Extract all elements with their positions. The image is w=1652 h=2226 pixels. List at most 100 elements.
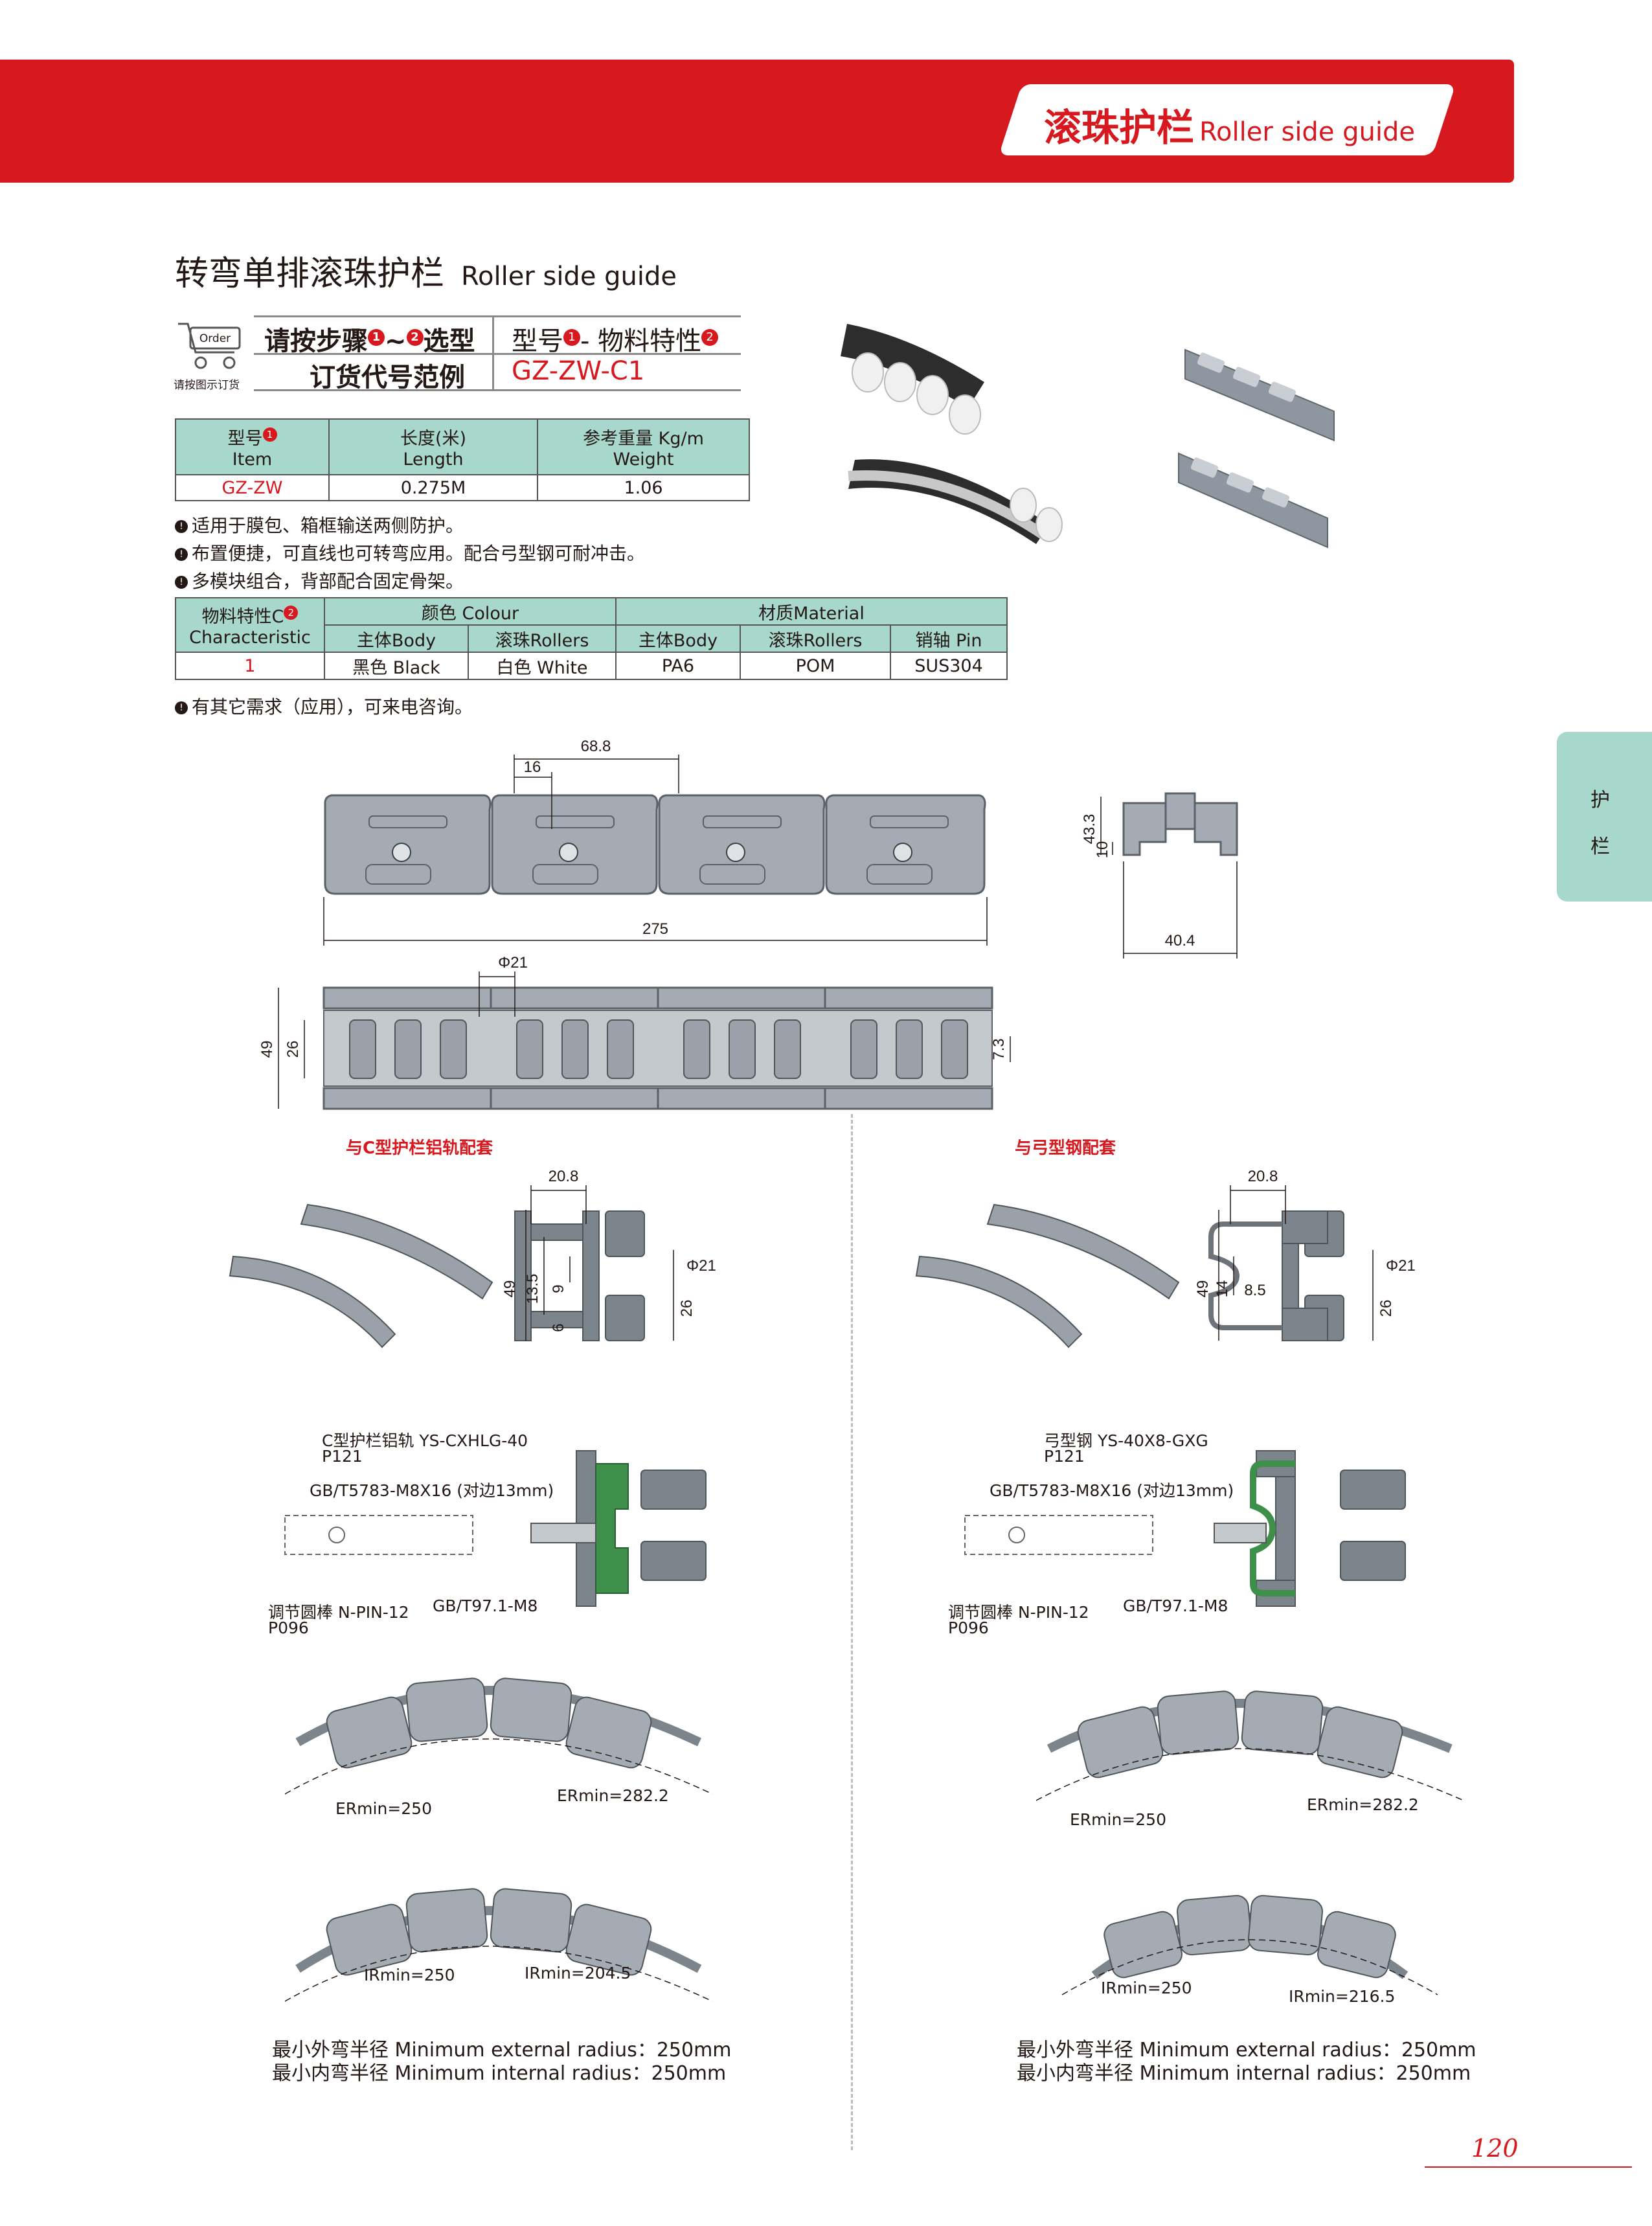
- dim-pitch: 68.8: [581, 738, 611, 755]
- dim-total-length: 275: [642, 920, 668, 938]
- left-dim-h26: 26: [678, 1300, 696, 1317]
- left-pin-page: P096: [268, 1618, 309, 1637]
- note-3-text: 多模块组合，背部配合固定骨架。: [192, 571, 464, 592]
- left-section-label: 与C型护栏铝轨配套: [346, 1139, 493, 1158]
- spec-cell-weight: 1.06: [537, 474, 750, 501]
- right-er-max: ERmin=282.2: [1307, 1795, 1419, 1814]
- left-radius-drawing: [285, 1677, 712, 2002]
- side-tab[interactable]: [1557, 732, 1652, 902]
- note-bullet-icon: !: [175, 520, 188, 533]
- section-title-en: Roller side guide: [461, 262, 677, 291]
- model-dot-2: 2: [701, 328, 719, 346]
- header-title-en: Roller side guide: [1199, 117, 1416, 147]
- side-tab-char-2: 栏: [1590, 835, 1610, 858]
- section-title: 转弯单排滚珠护栏 Roller side guide: [175, 246, 677, 295]
- dimension-drawing-top: 68.8 16 275 43.3 10 40.4 Φ21 49 26 7.3: [259, 738, 1238, 1110]
- spec-header-item-cn: 型号: [227, 429, 263, 449]
- note-1: ! 适用于膜包、箱框输送两侧防护。: [175, 512, 464, 538]
- order-caption: 请按图示订货: [174, 379, 240, 392]
- dim-side-height: 43.3: [1081, 814, 1098, 845]
- spec-header-length-cn: 长度(米): [400, 429, 467, 449]
- product-photo-grey: [1178, 348, 1335, 549]
- order-rule-divider: [492, 315, 494, 391]
- dim-side-10: 10: [1094, 841, 1111, 859]
- material-sub-body-material: 主体Body: [615, 624, 741, 653]
- dim-h49: 49: [259, 1041, 276, 1058]
- right-radius-int: 最小内弯半径 Minimum internal radius：250mm: [1017, 2062, 1471, 2085]
- right-pin-page: P096: [948, 1618, 989, 1637]
- note-3: ! 多模块组合，背部配合固定骨架。: [175, 567, 464, 593]
- right-dim-h85: 8.5: [1244, 1282, 1265, 1299]
- right-ir-max: IRmin=216.5: [1289, 1987, 1396, 2006]
- material-cell-char: 1: [175, 652, 325, 680]
- left-pin-label: 调节圆棒 N-PIN-12: [268, 1603, 409, 1622]
- header-title-cn: 滚珠护栏: [1044, 106, 1195, 150]
- material-cell-roller-material: POM: [740, 652, 891, 680]
- note-bullet-icon: !: [175, 701, 188, 714]
- left-er-max: ERmin=282.2: [557, 1786, 669, 1805]
- material-header-colour: 颜色 Colour: [324, 597, 617, 626]
- left-ir-min: IRmin=250: [364, 1966, 455, 1984]
- table-row: GZ-ZW 0.275M 1.06: [175, 474, 750, 501]
- spec-cell-item: GZ-ZW: [175, 474, 330, 501]
- material-cell-pin: SUS304: [890, 652, 1008, 680]
- right-dim-h14: 14: [1214, 1280, 1231, 1298]
- material-header-material: 材质Material: [615, 597, 1008, 626]
- dim-h26: 26: [284, 1041, 302, 1058]
- left-dim-h9: 9: [550, 1284, 567, 1293]
- order-step-suffix: 选型: [423, 326, 475, 356]
- spec-cell-length: 0.275M: [328, 474, 538, 501]
- right-rail-label: 弓型钢 YS-40X8-GXG: [1044, 1431, 1208, 1450]
- right-dim-h26: 26: [1377, 1300, 1395, 1317]
- model-dot-1: 1: [563, 328, 580, 346]
- material-char-dot: 2: [284, 606, 299, 620]
- order-code-label: 订货代号范例: [310, 363, 465, 392]
- page-number: 120: [1471, 2134, 1519, 2163]
- left-dim-h49: 49: [501, 1280, 519, 1298]
- spec-header-item-en: Item: [232, 449, 273, 470]
- material-header-char-cn: 物料特性C: [201, 607, 284, 627]
- dim-16: 16: [524, 758, 541, 776]
- note-bullet-icon: !: [175, 576, 188, 589]
- right-dim-208: 20.8: [1248, 1168, 1278, 1185]
- right-curve-drawing: 20.8 Φ21 49 14 8.5 26: [915, 1168, 1416, 1348]
- order-icon-text: Order: [199, 332, 231, 345]
- step-dot-2: 2: [406, 328, 424, 346]
- left-dim-208: 20.8: [549, 1168, 579, 1185]
- note-after-text: 有其它需求（应用），可来电咨询。: [192, 696, 473, 718]
- left-rail-label: C型护栏铝轨 YS-CXHLG-40: [322, 1431, 528, 1450]
- dim-h73: 7.3: [990, 1038, 1008, 1060]
- left-rail-page: P121: [322, 1447, 363, 1466]
- order-code-example: GZ-ZW-C1: [512, 356, 645, 386]
- note-2-text: 布置便捷，可直线也可转弯应用。配合弓型钢可耐冲击。: [192, 543, 646, 564]
- spec-header-weight-cn: 参考重量 Kg/m: [583, 429, 704, 449]
- spec-header-length-en: Length: [403, 449, 464, 470]
- right-radius-ext: 最小外弯半径 Minimum external radius：250mm: [1017, 2039, 1477, 2061]
- material-cell-body-colour: 黑色 Black: [324, 652, 469, 680]
- left-dim-h6: 6: [550, 1323, 567, 1332]
- left-nut-label: GB/T97.1-M8: [433, 1596, 538, 1615]
- section-title-cn: 转弯单排滚珠护栏: [175, 255, 445, 293]
- material-header-char-en: Characteristic: [189, 628, 311, 648]
- left-er-min: ERmin=250: [335, 1799, 432, 1818]
- section-divider: [851, 1114, 853, 2150]
- note-1-text: 适用于膜包、箱框输送两侧防护。: [192, 515, 464, 536]
- note-after: ! 有其它需求（应用），可来电咨询。: [175, 693, 473, 719]
- order-rule-bottom: [254, 389, 741, 391]
- spec-header-length: 长度(米)Length: [328, 418, 538, 475]
- right-bolt-label: GB/T5783-M8X16 (对边13mm): [990, 1481, 1234, 1500]
- right-dim-phi: Φ21: [1386, 1257, 1416, 1275]
- material-sub-pin: 销轴 Pin: [890, 624, 1008, 653]
- table-row: 1 黑色 Black 白色 White PA6 POM SUS304: [175, 652, 1008, 680]
- note-bullet-icon: !: [175, 548, 188, 561]
- material-sub-body-colour: 主体Body: [324, 624, 469, 653]
- order-step-sep: ~: [385, 326, 407, 356]
- left-radius-int: 最小内弯半径 Minimum internal radius：250mm: [272, 2062, 727, 2085]
- left-ir-max: IRmin=204.5: [525, 1964, 631, 1982]
- right-er-min: ERmin=250: [1070, 1810, 1166, 1829]
